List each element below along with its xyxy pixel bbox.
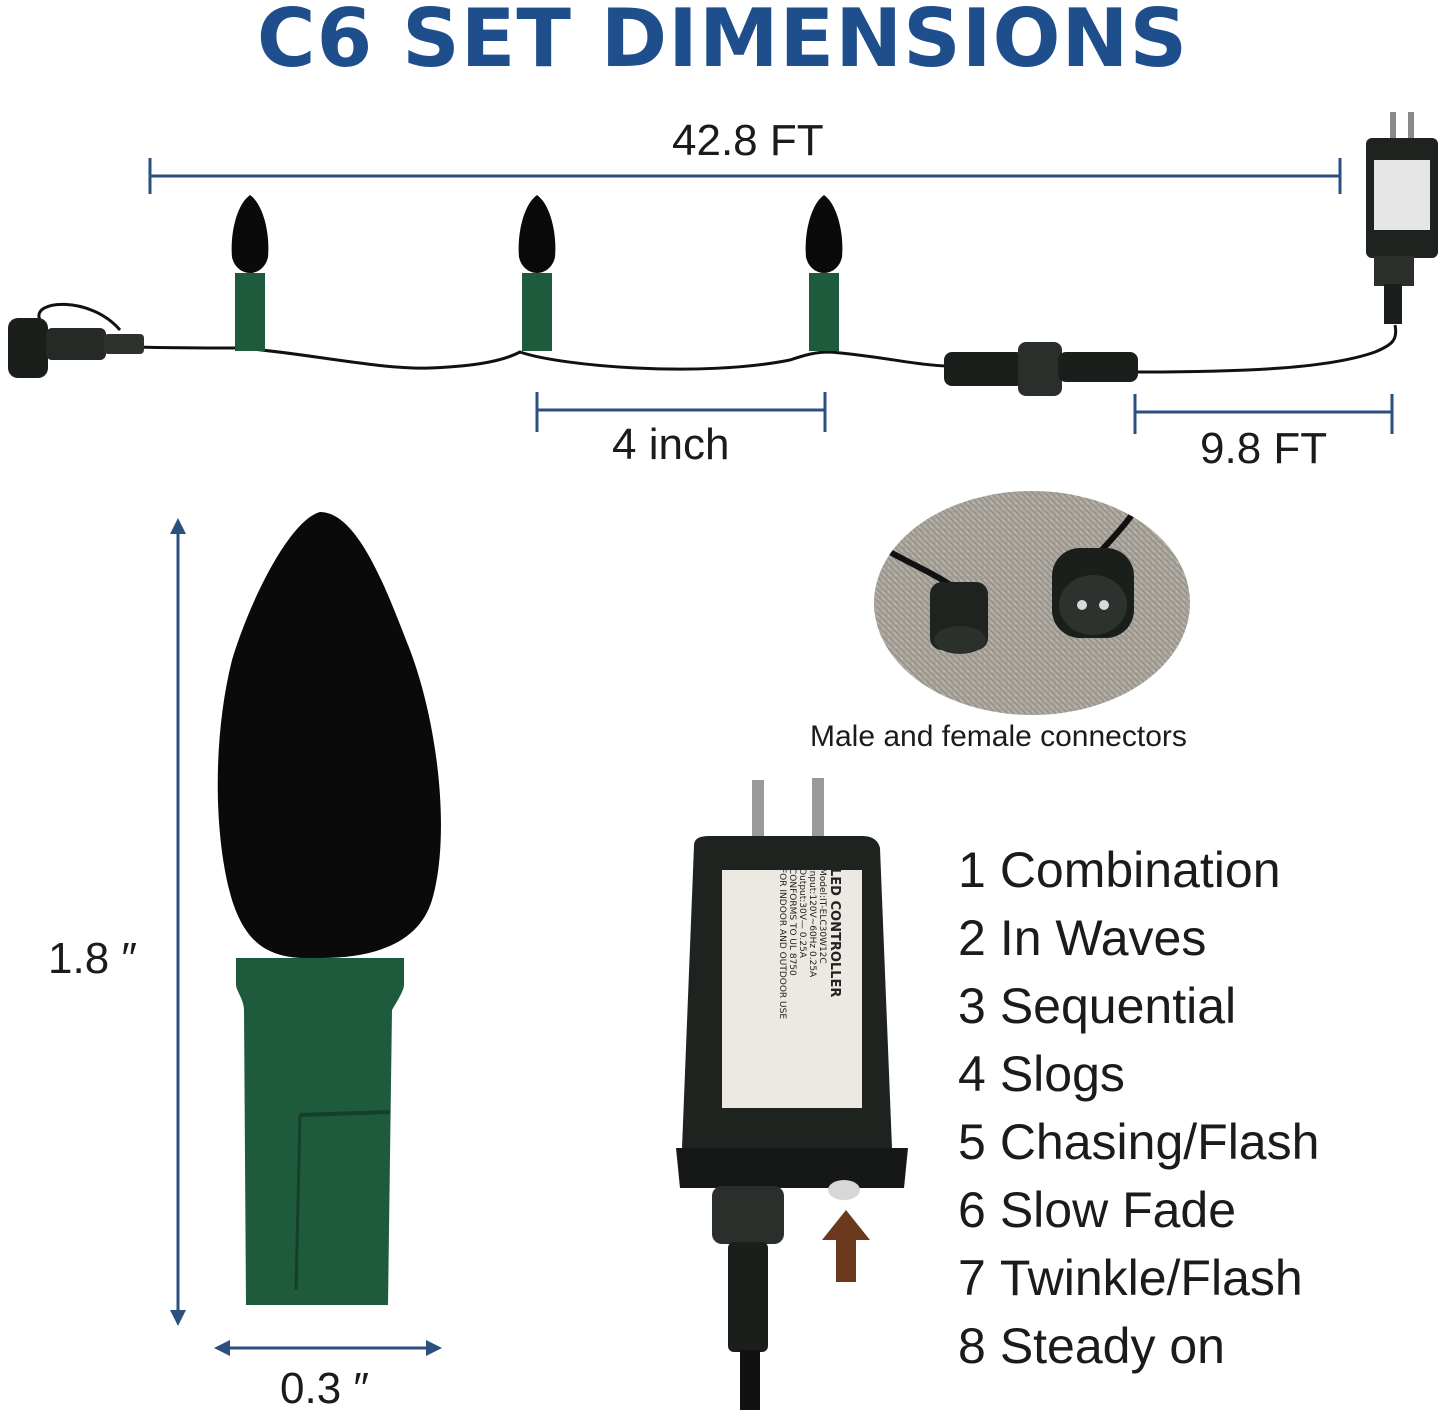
bulb-icon (231, 195, 269, 351)
mode-label: Combination (999, 842, 1281, 898)
controller-label-brand: LED CONTROLLER (827, 868, 842, 998)
bulb-height-label: 1.8 ″ (48, 934, 137, 983)
total-length-label: 42.8 FT (672, 116, 824, 165)
lead-length-dimension (1133, 394, 1394, 434)
page-title: C6 SET DIMENSIONS (256, 0, 1189, 85)
mode-label: Slogs (999, 1046, 1125, 1102)
controller-label-line: FOR INDOOR AND OUTDOOR USE (777, 868, 787, 1020)
connectors-photo (874, 491, 1190, 715)
end-connector-icon (8, 302, 144, 378)
power-adapter-icon (1366, 112, 1438, 324)
controller-icon (676, 778, 908, 1410)
mode-number: 3 (958, 978, 986, 1034)
bulb-icon (518, 195, 556, 351)
controller-label-line: Model:IT-ELC30W12C (817, 868, 827, 964)
lead-length-label: 9.8 FT (1200, 424, 1328, 473)
bulb-spacing-label: 4 inch (612, 420, 730, 469)
mode-number: 4 (958, 1046, 986, 1102)
inline-connector-icon (944, 342, 1138, 396)
controller-label-line: CONFORMS TO UL 8750 (787, 868, 797, 976)
mode-number: 2 (958, 910, 986, 966)
mode-number: 8 (958, 1318, 986, 1374)
controller-label: LED CONTROLLER Model:IT-ELC30W12C Input:… (742, 868, 842, 1108)
mode-label: Chasing/Flash (999, 1114, 1320, 1170)
mode-label: Steady on (999, 1318, 1225, 1374)
mode-number: 7 (958, 1250, 986, 1306)
controller-label-line: Input:120V~60Hz 0.25A (807, 868, 817, 978)
height-dimension (170, 518, 186, 1326)
mode-number: 6 (958, 1182, 986, 1238)
mode-label: In Waves (999, 910, 1207, 966)
mode-number: 5 (958, 1114, 986, 1170)
spacing-dimension (535, 392, 827, 432)
large-bulb-icon (217, 512, 441, 1305)
bulb-width-label: 0.3 ″ (280, 1364, 369, 1413)
button-indicator-arrow-icon (822, 1210, 870, 1282)
mode-number: 1 (958, 842, 986, 898)
mode-label: Slow Fade (999, 1182, 1237, 1238)
bulb-icon (805, 195, 843, 351)
connectors-caption: Male and female connectors (810, 720, 1187, 753)
mode-label: Sequential (999, 978, 1237, 1034)
total-length-dimension (148, 158, 1342, 194)
width-dimension (214, 1340, 442, 1356)
mode-label: Twinkle/Flash (999, 1250, 1303, 1306)
controller-label-line: Output:30V— 0.25A (797, 868, 807, 958)
